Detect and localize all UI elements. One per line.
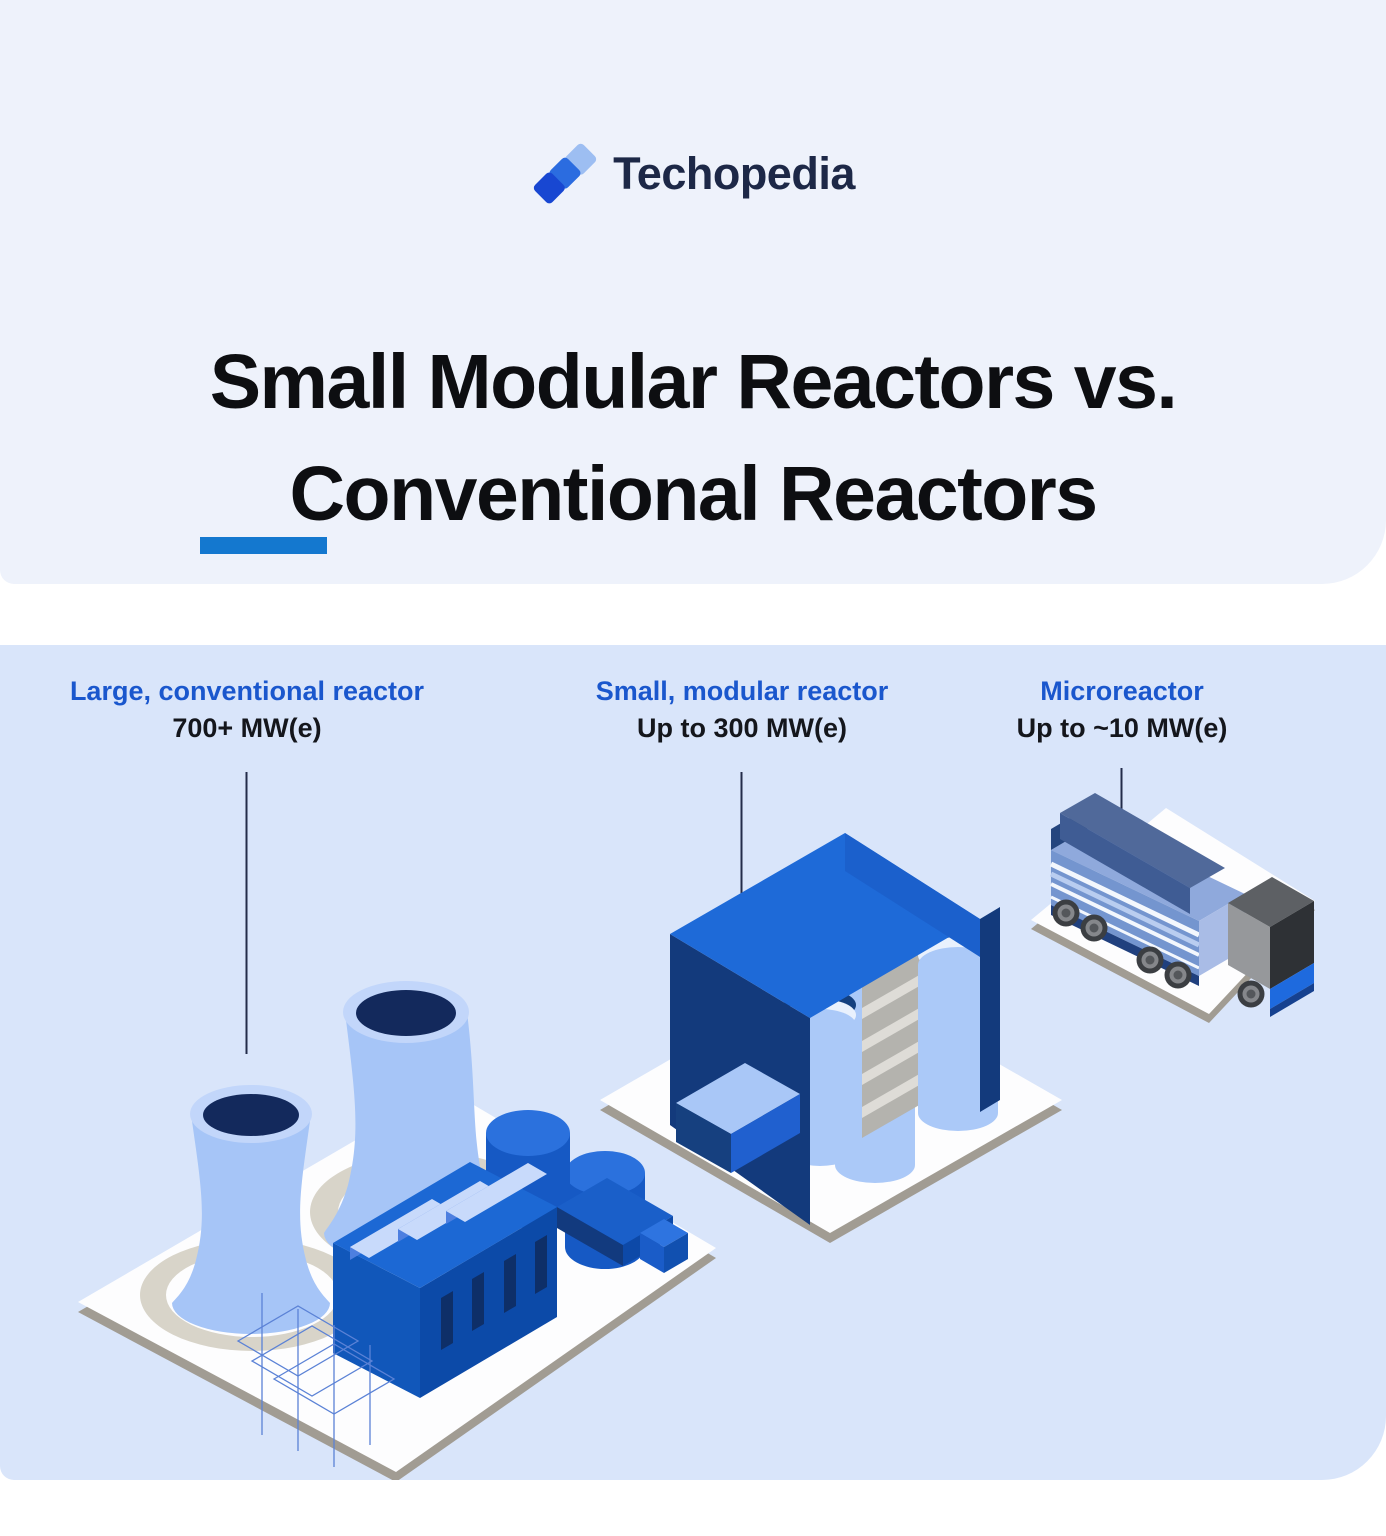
reactor-label-group-smr: Small, modular reactor Up to 300 MW(e) (542, 676, 942, 743)
title-line-2: Conventional Reactors (289, 451, 1098, 537)
cooling-tower-rear (324, 981, 508, 1267)
annex-wing (557, 1178, 688, 1273)
reactor-capacity: Up to ~10 MW(e) (1016, 713, 1228, 743)
trailer-wheels (1052, 899, 1192, 989)
cooling-tower-front (172, 1085, 330, 1334)
small-modular-reactor-illustration (600, 833, 1062, 1243)
reactor-capacity: 700+ MW(e) (172, 713, 322, 743)
reactor-name: Microreactor (1040, 676, 1204, 706)
comparison-panel: Large, conventional reactor 700+ MW(e) S… (0, 645, 1386, 1480)
equipment-box (676, 1063, 800, 1173)
reactor-illustrations (78, 768, 1315, 1480)
large-conventional-reactor-illustration (78, 981, 716, 1480)
reactor-label-group-large: Large, conventional reactor 700+ MW(e) (27, 676, 467, 743)
reactor-label-group-micro: Microreactor Up to ~10 MW(e) (962, 676, 1282, 743)
reactor-container (1051, 793, 1225, 914)
reactor-name: Large, conventional reactor (69, 676, 425, 706)
microreactor-truck-illustration (1031, 793, 1315, 1023)
reactor-capacity: Up to 300 MW(e) (636, 713, 847, 743)
transmission-pylons (236, 1293, 396, 1467)
techopedia-logo-text: Techopedia (613, 148, 855, 199)
title-line-1: Small Modular Reactors vs. (209, 339, 1178, 425)
truck-cab (1228, 877, 1314, 1017)
techopedia-logo: Techopedia (0, 134, 1386, 214)
title-accent-bar (200, 537, 327, 554)
infographic-title: Small Modular Reactors vs. Conventional … (0, 326, 1386, 550)
techopedia-logo-icon (533, 143, 597, 204)
turbine-building (333, 1162, 557, 1398)
header-panel: Techopedia Small Modular Reactors vs. Co… (0, 0, 1386, 584)
reactor-name: Small, modular reactor (595, 676, 889, 706)
